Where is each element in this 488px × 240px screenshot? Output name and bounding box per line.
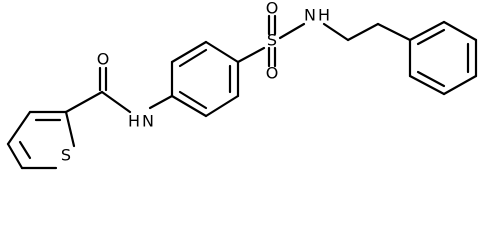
bond-benz-double-1 <box>178 48 208 68</box>
atom-h-sulfonamide: H <box>318 6 330 25</box>
bond-ph-double-1 <box>416 28 446 46</box>
bond-ph-1 <box>408 20 446 42</box>
bond-ph-5 <box>408 74 446 96</box>
ethyl-chain <box>322 22 412 42</box>
bond-benz-6 <box>170 94 208 118</box>
bond-ch2-phenyl <box>376 22 412 42</box>
bond-ph-4 <box>442 74 478 96</box>
bond-benz-double-3 <box>178 90 208 110</box>
atom-o-carbonyl: O <box>97 50 110 69</box>
bond-thiophene-double-1 <box>18 140 32 160</box>
phenyl-ring <box>408 20 478 96</box>
thiophene-ring <box>6 110 76 170</box>
bond-nh-ch2 <box>322 22 350 42</box>
bond-thiophene-c1-s <box>64 110 76 148</box>
atom-o-sulfonyl-top: O <box>266 0 279 18</box>
bond-ring-carbonyl <box>64 90 104 114</box>
atom-labels: O S O O N H H N S <box>61 0 330 165</box>
bond-ch2-ch2 <box>346 22 380 42</box>
bond-benz-5 <box>204 94 240 118</box>
atom-h-amide: H <box>128 112 140 131</box>
bond-benz-2 <box>170 40 208 64</box>
atom-n-sulfonamide: N <box>304 6 316 25</box>
bond-nh-benzene <box>148 94 174 110</box>
bond-ph-double-3 <box>416 70 446 88</box>
bond-benz-3 <box>204 40 240 64</box>
amide-group <box>64 66 132 114</box>
atom-n-amide: N <box>142 112 154 131</box>
bond-ph-2 <box>442 20 478 42</box>
atom-o-sulfonyl-bottom: O <box>266 64 279 83</box>
molecule-diagram: O S O O N H H N S <box>0 0 488 176</box>
bond-s-nh <box>278 22 306 40</box>
benzene-ring-center <box>148 40 240 118</box>
sulfonyl-group <box>236 14 306 68</box>
bond-thiophene-c3-c4 <box>6 142 24 170</box>
diagram-background <box>0 0 488 176</box>
bond-thiophene-c3-c2 <box>6 110 32 146</box>
atom-s-sulfonyl: S <box>267 31 277 50</box>
bond-carbonyl-nh <box>100 90 132 114</box>
atom-s-thiophene: S <box>61 146 71 165</box>
bond-benz-sulfur <box>236 46 266 64</box>
